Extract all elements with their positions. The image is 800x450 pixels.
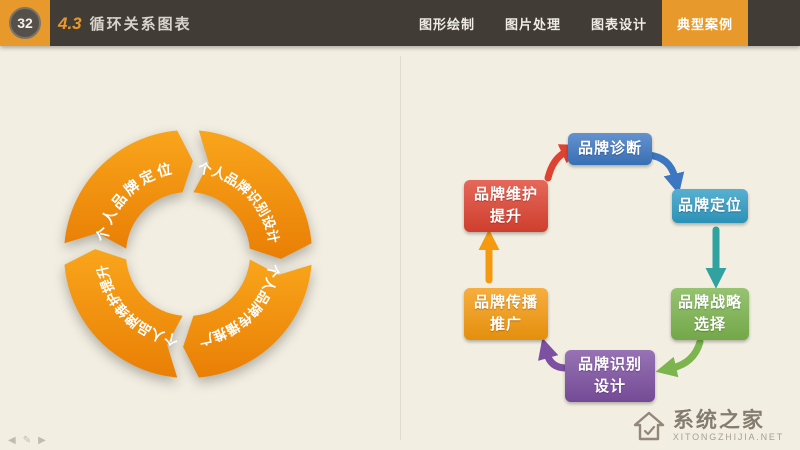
donut-segment-identity-design[interactable] [193, 130, 312, 259]
cycle-node-brand-strategy-selection[interactable]: 品牌战略 选择 [671, 288, 749, 340]
cycle-node-brand-positioning[interactable]: 品牌定位 [672, 189, 748, 223]
donut-segment-positioning[interactable] [64, 130, 193, 249]
node-label-line2: 选择 [693, 316, 726, 333]
node-label: 品牌传播 [473, 294, 538, 311]
node-label: 品牌维护 [473, 186, 538, 203]
pen-tool-icon[interactable]: ✎ [22, 435, 32, 446]
node-label-line2: 推广 [489, 316, 522, 333]
section-title: 循环关系图表 [89, 15, 192, 33]
nav-item-graphic-drawing[interactable]: 图形绘制 [418, 16, 475, 32]
section-number: 4.3 [58, 13, 82, 33]
slide-number-badge: 32 [9, 7, 41, 39]
donut-cycle-diagram: 个人品牌定位 个人品牌识别设计 个人品牌传播推广 个人品牌维护提升 [64, 130, 312, 378]
panel-divider [400, 56, 401, 440]
next-slide-icon[interactable]: ▶ [38, 435, 46, 446]
donut-segment-maintenance[interactable] [64, 249, 183, 378]
donut-segment-communication[interactable] [183, 259, 312, 378]
cycle-node-brand-diagnosis[interactable]: 品牌诊断 [568, 133, 652, 165]
cycle-node-brand-identity-design[interactable]: 品牌识别 设计 [565, 350, 655, 402]
watermark-text: 系统之家 XITONGZHIJIA.NET [672, 409, 784, 443]
nav-item-typical-cases[interactable]: 典型案例 [661, 0, 748, 46]
nav-item-chart-design[interactable]: 图表设计 [590, 16, 647, 32]
header-nav: 图形绘制 图片处理 图表设计 典型案例 [404, 0, 748, 46]
pager-controls: ◀ ✎ ▶ [8, 435, 46, 446]
node-label: 品牌诊断 [577, 140, 642, 157]
node-label: 品牌战略 [677, 294, 742, 311]
watermark-site-name: 系统之家 [672, 409, 765, 432]
arrow-strategy-to-identity [655, 338, 704, 378]
site-watermark: 系统之家 XITONGZHIJIA.NET [632, 410, 784, 442]
arrow-identity-to-communication [538, 337, 570, 372]
prev-slide-icon[interactable]: ◀ [8, 435, 16, 446]
arrow-maintenance-to-diagnosis [544, 144, 582, 182]
watermark-site-url: XITONGZHIJIA.NET [672, 432, 784, 442]
cycle-node-brand-communication-promotion[interactable]: 品牌传播 推广 [464, 288, 548, 340]
house-logo-icon [633, 411, 665, 441]
nav-item-image-processing[interactable]: 图片处理 [504, 16, 561, 32]
node-label-line2: 提升 [489, 208, 522, 225]
node-label-line2: 设计 [593, 378, 626, 395]
arrow-diagnosis-to-positioning [644, 151, 685, 195]
cycle-node-brand-maintenance-improvement[interactable]: 品牌维护 提升 [464, 180, 548, 232]
header-bar: 32 4.3 循环关系图表 图形绘制 图片处理 图表设计 典型案例 [0, 0, 800, 46]
node-label: 品牌定位 [677, 197, 742, 214]
node-label: 品牌识别 [577, 356, 642, 373]
page-title: 4.3 循环关系图表 [58, 13, 192, 34]
